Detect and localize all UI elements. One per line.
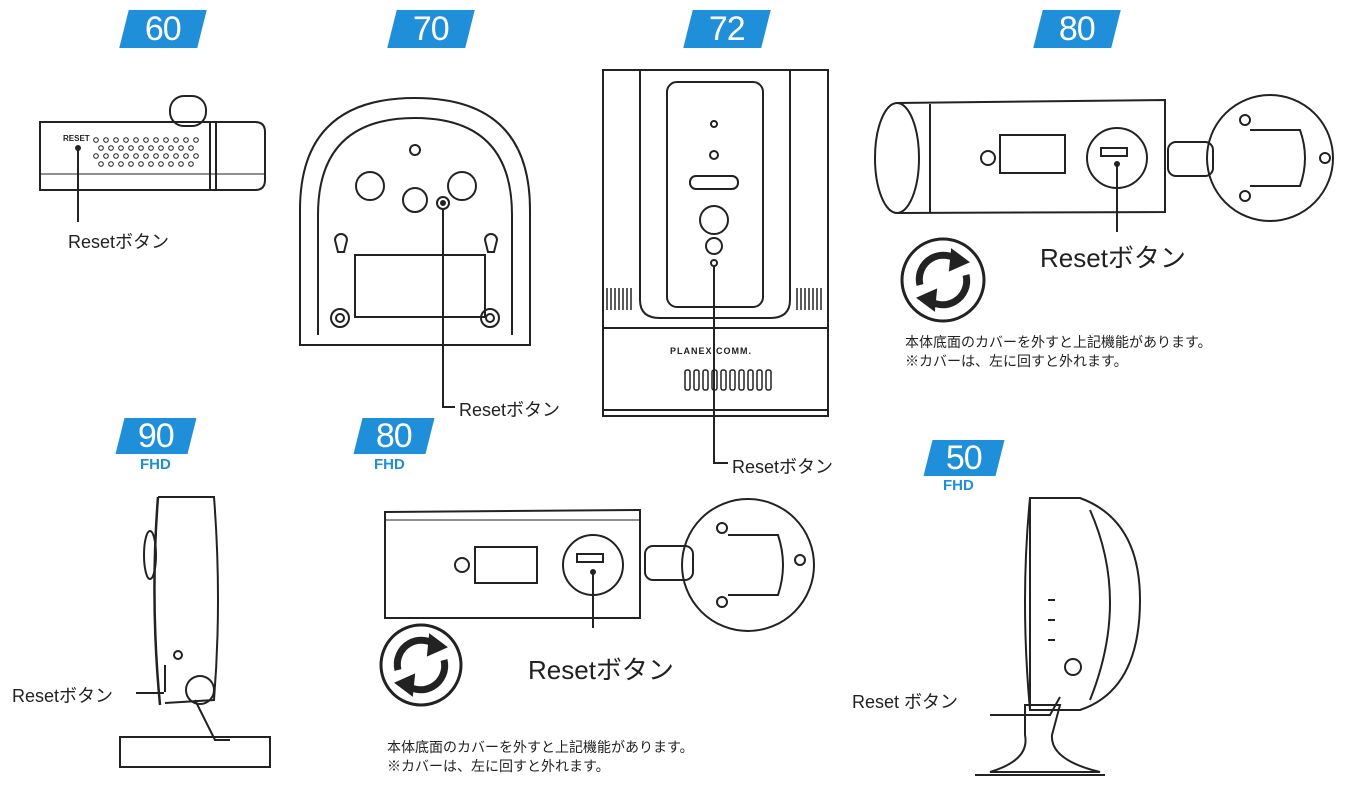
camera-70-drawing: [299, 96, 531, 408]
camera-50fhd-drawing: [975, 497, 1142, 776]
reset-label-70: Resetボタン: [459, 400, 561, 420]
camera-60-drawing: [39, 95, 266, 222]
device-brand-print: PLANEX COMM.: [670, 346, 753, 356]
model-badge-90fhd: 90: [115, 417, 197, 455]
camera-80-drawing: [874, 94, 1334, 232]
cover-note-80-line2: ※カバーは、左に回すと外れます。: [905, 353, 1128, 369]
reset-label-60: Resetボタン: [68, 232, 170, 252]
model-badge-60: 60: [119, 10, 207, 48]
reset-label-50fhd: Reset ボタン: [852, 692, 959, 712]
reset-label-90fhd: Resetボタン: [12, 686, 114, 706]
model-badge-70: 70: [387, 10, 475, 48]
model-badge-72: 72: [683, 10, 771, 48]
rotate-arrows-icon: [379, 623, 463, 707]
cover-note-80fhd: 本体底面のカバーを外すと上記機能があります。 ※カバーは、左に回すと外れます。: [387, 738, 694, 776]
model-badge-80fhd: 80: [353, 417, 435, 455]
leader-line-90fhd: [136, 692, 164, 694]
cover-note-80fhd-line2: ※カバーは、左に回すと外れます。: [387, 758, 610, 774]
fhd-tag-50: FHD: [943, 477, 974, 494]
fhd-tag-90: FHD: [140, 456, 171, 473]
model-badge-50fhd: 50: [923, 439, 1005, 477]
camera-72-drawing: [602, 69, 829, 464]
cover-note-80-line1: 本体底面のカバーを外すと上記機能があります。: [905, 334, 1212, 350]
device-reset-print: RESET: [63, 134, 90, 143]
model-badge-80: 80: [1033, 10, 1121, 48]
cover-note-80: 本体底面のカバーを外すと上記機能があります。 ※カバーは、左に回すと外れます。: [905, 333, 1212, 371]
reset-label-72: Resetボタン: [732, 457, 834, 477]
cover-note-80fhd-line1: 本体底面のカバーを外すと上記機能があります。: [387, 739, 694, 755]
camera-80fhd-drawing: [384, 498, 815, 632]
fhd-tag-80: FHD: [374, 456, 405, 473]
reset-label-80: Resetボタン: [1040, 243, 1186, 273]
camera-90fhd-drawing: [119, 496, 271, 768]
reset-label-80fhd: Resetボタン: [528, 655, 674, 685]
rotate-arrows-icon: [900, 237, 986, 323]
